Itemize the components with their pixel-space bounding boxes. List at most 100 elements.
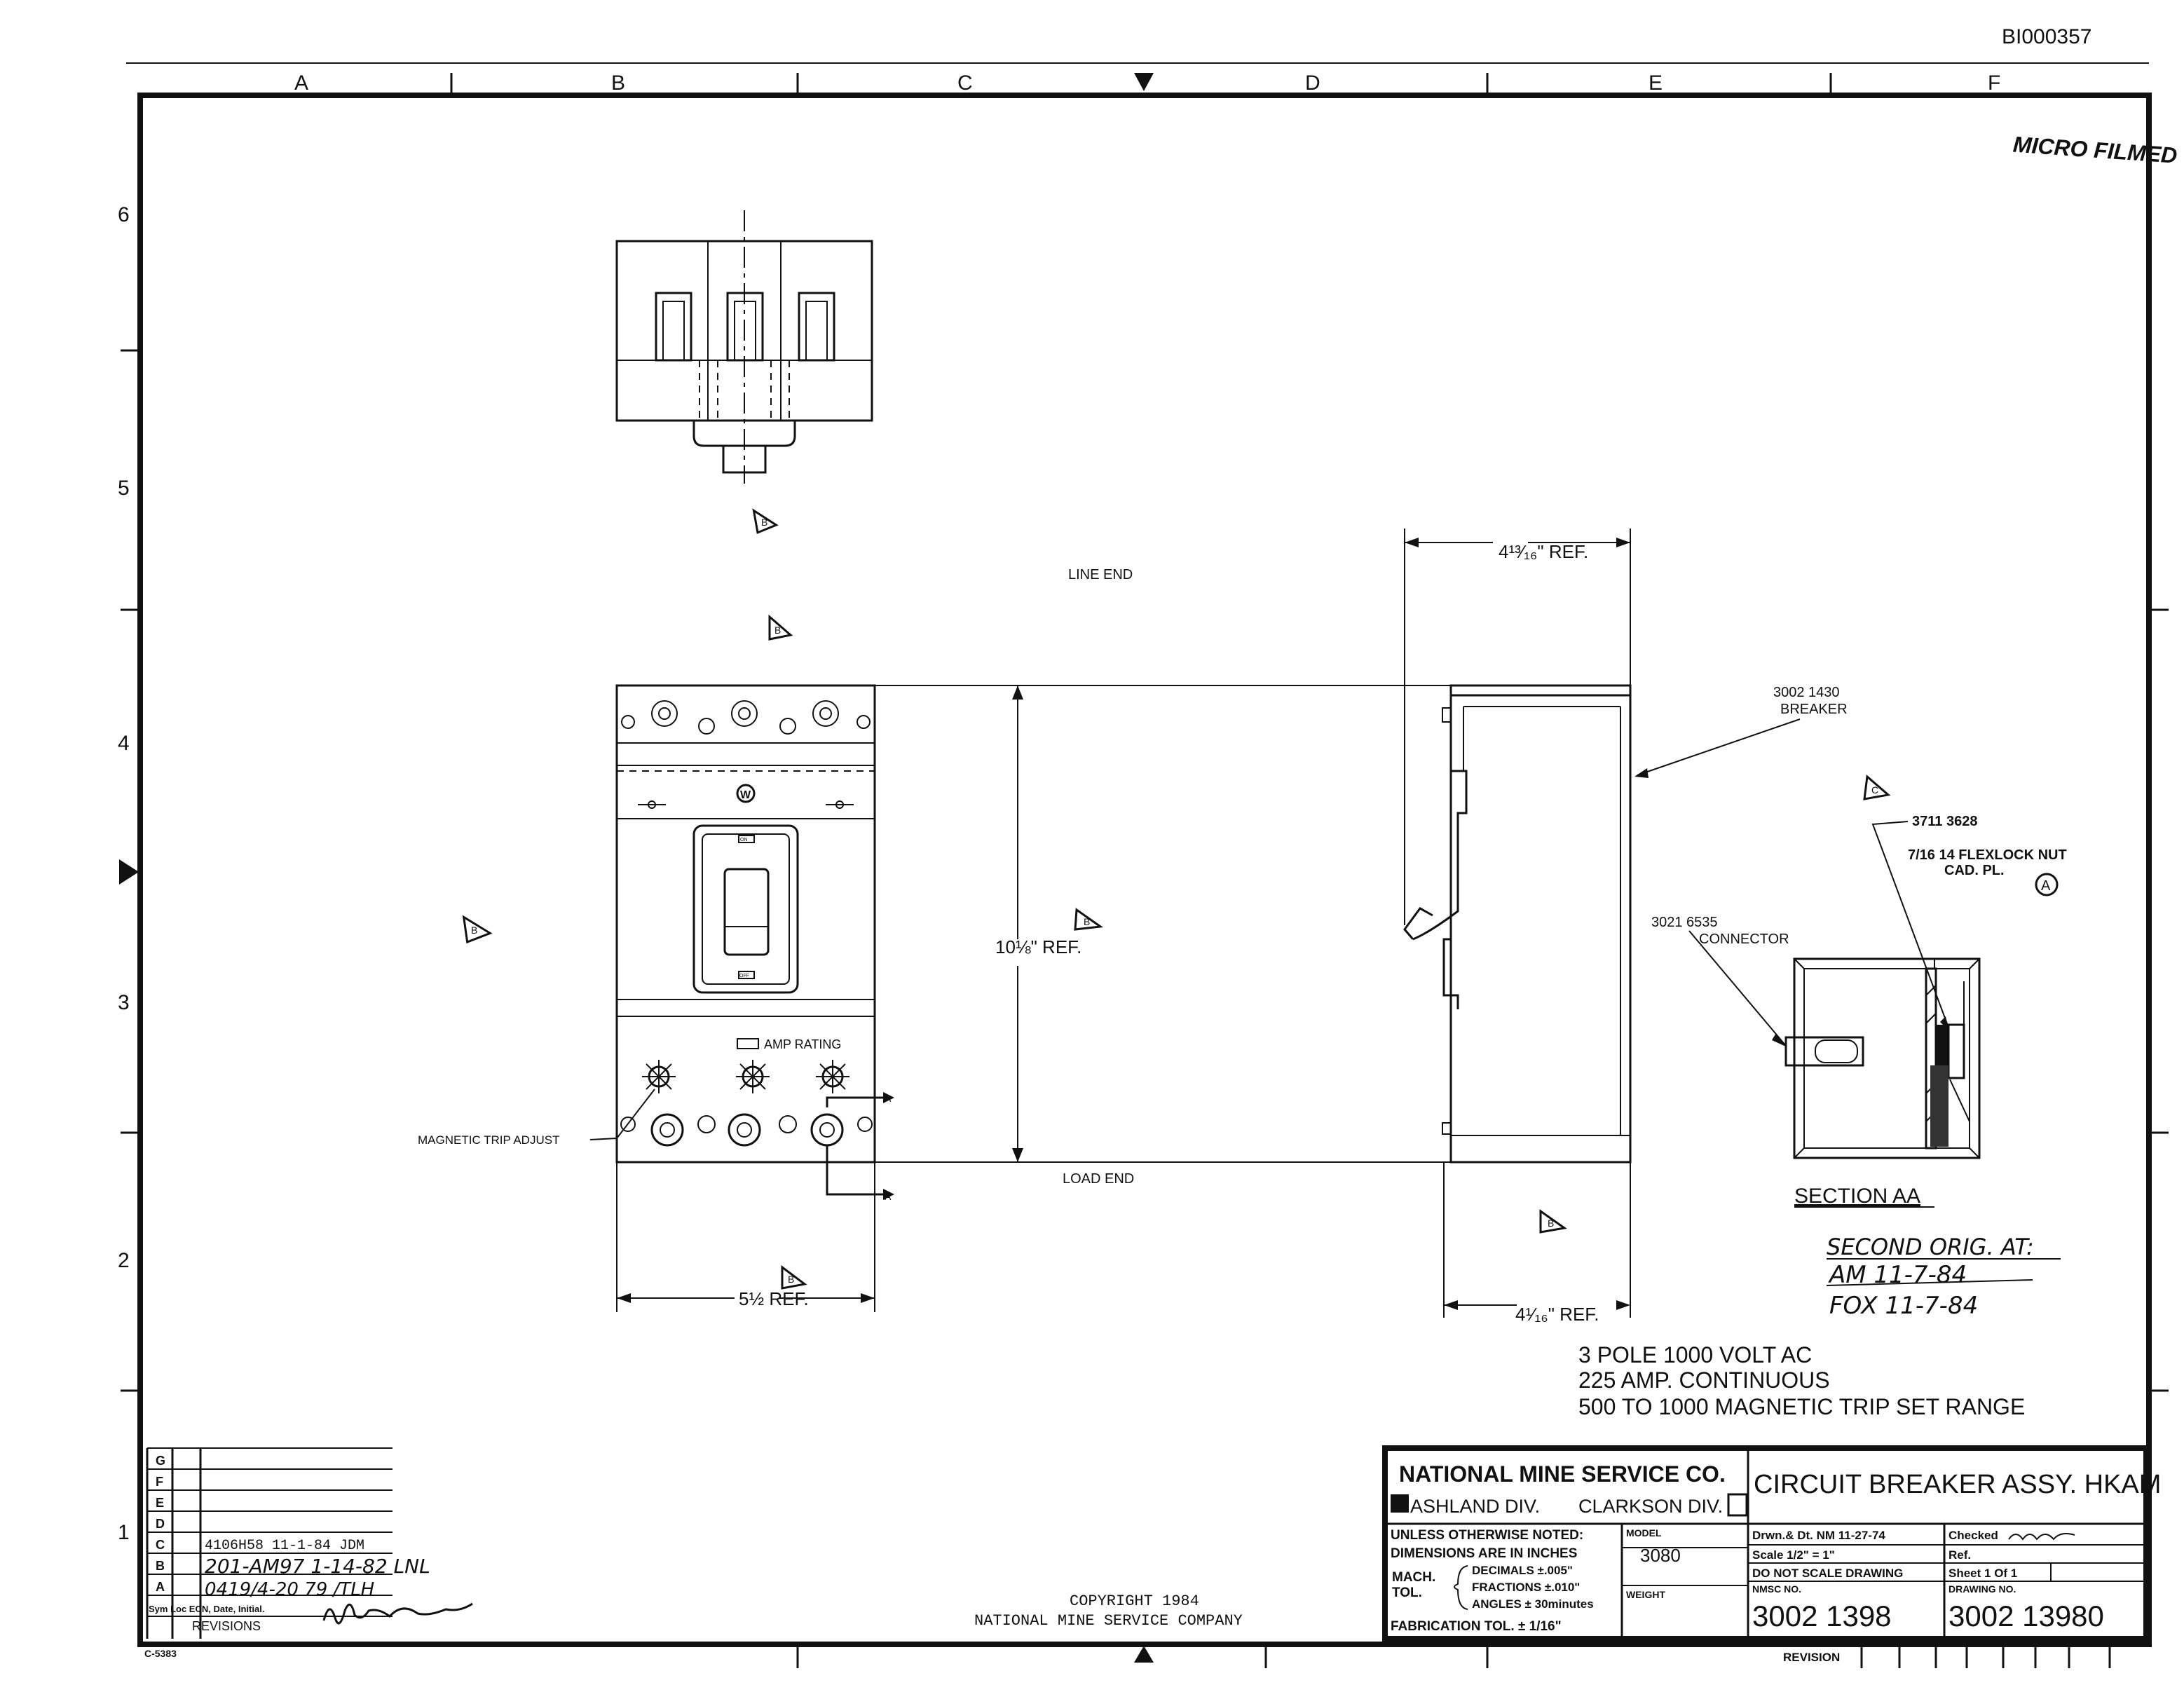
- center-mark-top: [1134, 73, 1154, 91]
- depth-dimension-bottom: 4¹⁄₁₆" REF.: [1443, 1162, 1631, 1325]
- document-id: BI000357: [2002, 25, 2091, 48]
- revision-strip: REVISION: [796, 1644, 2111, 1668]
- revision-marker-b-4: B: [1074, 908, 1104, 931]
- approver-signature: [322, 1602, 473, 1625]
- model-label: MODEL: [1626, 1527, 1662, 1539]
- second-orig-fox: FOX 11-7-84: [1829, 1292, 1978, 1320]
- revision-circle-a: [2035, 873, 2059, 896]
- row-label-4: 4: [118, 732, 130, 755]
- revision-marker-b-3: B: [462, 915, 493, 944]
- center-mark-bottom: [1134, 1646, 1154, 1663]
- ashland-division: ASHLAND DIV.: [1410, 1496, 1540, 1517]
- dimensions-inches: DIMENSIONS ARE IN INCHES: [1391, 1546, 1577, 1561]
- connector-label: CONNECTOR: [1699, 932, 1789, 947]
- col-label-a: A: [294, 71, 308, 95]
- side-view: [1403, 684, 1632, 1164]
- section-arrow-a-1: A: [885, 1093, 892, 1104]
- magnetic-trip-adjust-label: MAGNETIC TRIP ADJUST: [418, 1133, 559, 1147]
- do-not-scale: DO NOT SCALE DRAWING: [1752, 1567, 1903, 1580]
- ref-label: Ref.: [1948, 1548, 1971, 1562]
- section-aa-view: [1784, 957, 1981, 1159]
- col-label-e: E: [1649, 71, 1663, 95]
- second-original-block: SECOND ORIG. AT: AM 11-7-84 FOX 11-7-84: [1826, 1234, 2061, 1320]
- col-label-f: F: [1988, 71, 2000, 95]
- revision-entry-c: 4106H58 11-1-84 JDM: [205, 1538, 364, 1554]
- revision-marker-c: C: [1863, 775, 1891, 800]
- depth-dimension-top: 4¹³⁄₁₆" REF.: [1404, 528, 1631, 925]
- part-3711-3628: 3711 3628: [1912, 814, 1977, 829]
- front-view: W ON OFF AMP RATING: [615, 684, 894, 1202]
- revision-marker-b-1: B: [752, 508, 779, 534]
- drawing-number-label: DRAWING NO.: [1948, 1583, 2016, 1595]
- top-view: [615, 210, 873, 484]
- load-end-label: LOAD END: [1063, 1171, 1134, 1187]
- row-label-6: 6: [118, 203, 130, 226]
- copyright-line2: NATIONAL MINE SERVICE COMPANY: [974, 1612, 1243, 1630]
- copyright-line1: COPYRIGHT 1984: [1070, 1592, 1199, 1610]
- column-labels: A B C D E F: [294, 71, 2000, 95]
- rev-letter-e: E: [156, 1496, 164, 1510]
- height-dimension: 10⅛" REF.: [875, 685, 1455, 1163]
- clarkson-division: CLARKSON DIV.: [1578, 1496, 1723, 1517]
- revisions-label: REVISIONS: [192, 1619, 261, 1633]
- revisions-header: Sym Loc ECN, Date, Initial.: [149, 1604, 264, 1614]
- rev-letter-a: A: [156, 1580, 165, 1594]
- revision-entry-b: 201-AM97 1-14-82 LNL: [205, 1555, 430, 1578]
- row-label-1: 1: [118, 1521, 130, 1544]
- col-label-d: D: [1305, 71, 1320, 95]
- row-label-2: 2: [118, 1249, 130, 1272]
- nmsc-number: 3002 1398: [1752, 1599, 1892, 1632]
- svg-text:B: B: [1084, 916, 1090, 927]
- load-terminals: [620, 1113, 873, 1147]
- svg-text:B: B: [761, 517, 767, 528]
- svg-text:B: B: [1548, 1217, 1554, 1229]
- width-dimension: 5½ REF.: [616, 1162, 875, 1312]
- amp-rating-label: AMP RATING: [764, 1037, 841, 1051]
- revision-marker-b-5: B: [781, 1265, 807, 1290]
- row-labels: 6 5 4 3 2 1: [118, 203, 2169, 1544]
- note-trip-range: 500 TO 1000 MAGNETIC TRIP SET RANGE: [1578, 1394, 2025, 1419]
- rev-letter-b: B: [156, 1559, 165, 1573]
- scale-label: Scale 1/2" = 1": [1752, 1548, 1835, 1562]
- drawn-by-date: Drwn.& Dt. NM 11-27-74: [1752, 1529, 1885, 1542]
- line-end-label: LINE END: [1068, 567, 1133, 582]
- depth-bottom-ref-label: 4¹⁄₁₆" REF.: [1515, 1304, 1599, 1325]
- row-label-3: 3: [118, 991, 130, 1014]
- line-terminals: [621, 700, 871, 735]
- sheet-border: [137, 93, 2152, 1647]
- svg-text:A: A: [2041, 878, 2051, 894]
- model-number: 3080: [1640, 1545, 1681, 1566]
- drawing-title: CIRCUIT BREAKER ASSY. HKAM: [1754, 1470, 2161, 1499]
- center-mark-left: [119, 859, 139, 885]
- tol-label: TOL.: [1392, 1585, 1422, 1600]
- breaker-part-number: 3002 1430: [1773, 685, 1840, 700]
- fractions-tol: FRACTIONS ±.010": [1472, 1581, 1580, 1594]
- mach-label: MACH.: [1392, 1570, 1435, 1585]
- section-aa-title: SECTION AA: [1794, 1185, 1920, 1208]
- note-amp-continuous: 225 AMP. CONTINUOUS: [1578, 1367, 1830, 1393]
- svg-text:ON: ON: [740, 838, 748, 842]
- rev-letter-g: G: [156, 1454, 165, 1468]
- rev-letter-f: F: [156, 1475, 163, 1489]
- rev-letter-d: D: [156, 1517, 165, 1531]
- note-poles-voltage: 3 POLE 1000 VOLT AC: [1578, 1342, 1812, 1367]
- second-orig-title: SECOND ORIG. AT:: [1827, 1234, 2034, 1260]
- revision-label: REVISION: [1783, 1651, 1840, 1664]
- breaker-label: BREAKER: [1780, 702, 1848, 717]
- company-name: NATIONAL MINE SERVICE CO.: [1399, 1461, 1726, 1487]
- revisions-table: G F E D C B A 4106H58 11-1-84 JDM 201-AM…: [146, 1447, 473, 1639]
- checker-signature: [2008, 1533, 2075, 1541]
- angles-tol: ANGLES ± 30minutes: [1472, 1597, 1594, 1611]
- flexlock-nut-line2: CAD. PL.: [1944, 863, 2005, 878]
- form-number: C-5383: [144, 1648, 177, 1659]
- trip-adjust-dials: [642, 1060, 849, 1093]
- w-logo: [736, 784, 756, 803]
- height-ref-label: 10⅛" REF.: [995, 936, 1081, 957]
- sheet-count: Sheet 1 Of 1: [1948, 1567, 2017, 1580]
- title-block: NATIONAL MINE SERVICE CO. ASHLAND DIV. C…: [1382, 1445, 2161, 1642]
- weight-label: WEIGHT: [1626, 1589, 1665, 1600]
- amp-rating-window: [737, 1038, 759, 1049]
- flexlock-nut-line1: 7/16 14 FLEXLOCK NUT: [1908, 847, 2067, 863]
- rev-letter-c: C: [156, 1538, 165, 1552]
- svg-text:OFF: OFF: [739, 974, 749, 978]
